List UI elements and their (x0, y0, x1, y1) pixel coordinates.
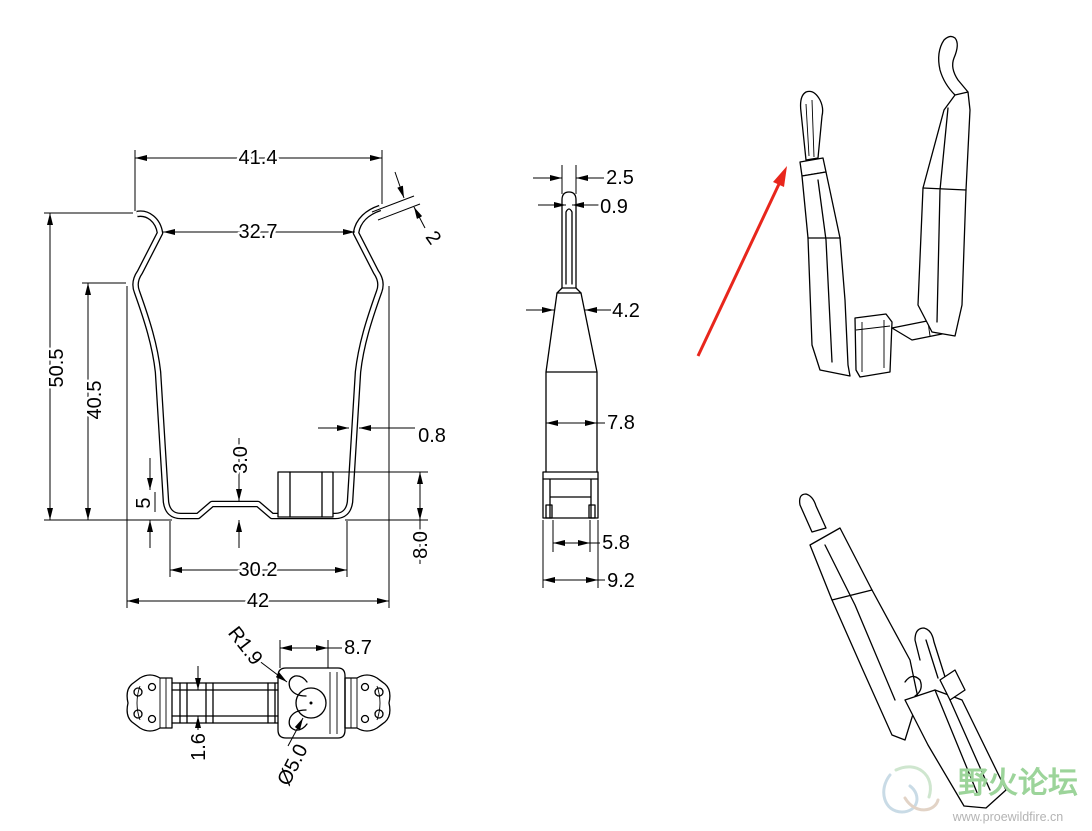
watermark-logo-text: 野火论坛 (958, 766, 1078, 801)
keyhole-top (288, 675, 308, 697)
base-outline (542, 471, 599, 519)
blade-outline (561, 191, 577, 289)
right-claw-tooth (374, 687, 384, 697)
shaft-ribs (179, 682, 276, 724)
tilted-lower-piece (904, 689, 1007, 809)
left-arm-band (807, 179, 841, 363)
base-foot (588, 504, 596, 519)
pointer-arrow-head (773, 166, 787, 187)
tapered-body (545, 292, 598, 473)
base-bracket-detail (855, 320, 891, 372)
dim-label-thickness: 1.6 (188, 733, 210, 761)
watermark-logo-icon (903, 796, 940, 812)
left-claw-tooth (133, 687, 143, 697)
dim-label-bottom-gap: 5 (133, 497, 155, 508)
base-bracket (854, 313, 893, 378)
hole-block-outline (277, 667, 346, 739)
dim-label-base-width: 9.2 (607, 570, 635, 592)
shaft-edges (171, 682, 279, 724)
right-claw-detail (350, 678, 381, 728)
isometric-view-upright (799, 35, 971, 378)
dim-label-top-width: 41.4 (239, 147, 278, 169)
dim-label-overall-width: 42 (247, 590, 269, 612)
dim-label-arm-height: 40.5 (84, 381, 106, 420)
pointer-arrow (696, 166, 787, 357)
clip-profile-inner (133, 206, 383, 518)
extension-line (371, 195, 415, 213)
radius-leader (257, 659, 288, 683)
watermark-url: www.proewildfire.cn (952, 810, 1064, 824)
right-arm-band (922, 107, 967, 323)
pointer-arrow-shaft (696, 183, 781, 357)
tilted-arm-body (809, 527, 919, 741)
left-claw-outline (126, 674, 173, 732)
dim-label-bottom-width: 30.2 (239, 559, 278, 581)
left-claw-detail (136, 678, 167, 728)
bottom-view: R1.9 8.7 1.6 Ø5.0 (126, 620, 391, 792)
dim-label-bump-height: 3.0 (230, 446, 252, 474)
tilted-lower-detail (934, 689, 991, 796)
left-arm-ridges (805, 99, 815, 158)
base-detail (542, 478, 599, 519)
dim-label-body-width: 7.8 (607, 412, 635, 434)
dim-label-sheet-thickness: 0.8 (418, 425, 446, 447)
retaining-block (277, 471, 334, 518)
tilted-clip-loop (914, 627, 947, 681)
mounting-hole (295, 687, 327, 719)
dim-label-block-height: 8.0 (410, 531, 432, 559)
tilted-small-loop (904, 675, 922, 697)
blade-slot (565, 208, 573, 285)
left-arm-body (801, 171, 851, 377)
dim-label-pitch: 8.7 (344, 637, 372, 659)
watermark-logo-icon (882, 773, 919, 814)
isometric-view-tilted (798, 493, 1007, 809)
tip-thickness-arrow (413, 206, 426, 229)
front-view: 41.4 32.7 2 50.5 40.5 3.0 5 0.8 (44, 145, 449, 615)
right-claw-outline (344, 674, 391, 732)
right-claw-tooth (360, 714, 370, 724)
right-arm-hook (938, 35, 969, 96)
dim-label-blade-width: 2.5 (606, 167, 634, 189)
tip-thickness-arrow (394, 171, 405, 199)
tilted-tab (939, 669, 966, 701)
dim-label-total-height: 50.5 (46, 349, 68, 388)
left-claw-tooth (147, 682, 157, 692)
right-arm-body (917, 91, 971, 337)
dim-label-inner-width: 32.7 (239, 221, 278, 243)
left-claw-tooth (133, 709, 143, 719)
hole-block-edge (329, 672, 338, 734)
watermark-logo-icon (894, 765, 932, 799)
right-claw-tooth (374, 709, 384, 719)
side-view: 2.5 0.9 4.2 7.8 5.8 9.2 (526, 165, 642, 595)
dim-label-neck-width: 4.2 (612, 300, 640, 322)
right-claw-tooth (360, 682, 370, 692)
extension-line (377, 203, 421, 221)
left-claw-tooth (147, 714, 157, 724)
dim-label-inner-base: 5.8 (602, 532, 630, 554)
tilted-arm-band (824, 544, 896, 701)
hole-diameter-leader (287, 717, 304, 747)
base-foot (545, 504, 553, 519)
tilted-arm-tip (798, 493, 827, 533)
dim-label-slot-width: 0.9 (600, 196, 628, 218)
hole-center-mark (309, 701, 313, 705)
watermark: 野火论坛 www.proewildfire.cn (882, 765, 1078, 824)
